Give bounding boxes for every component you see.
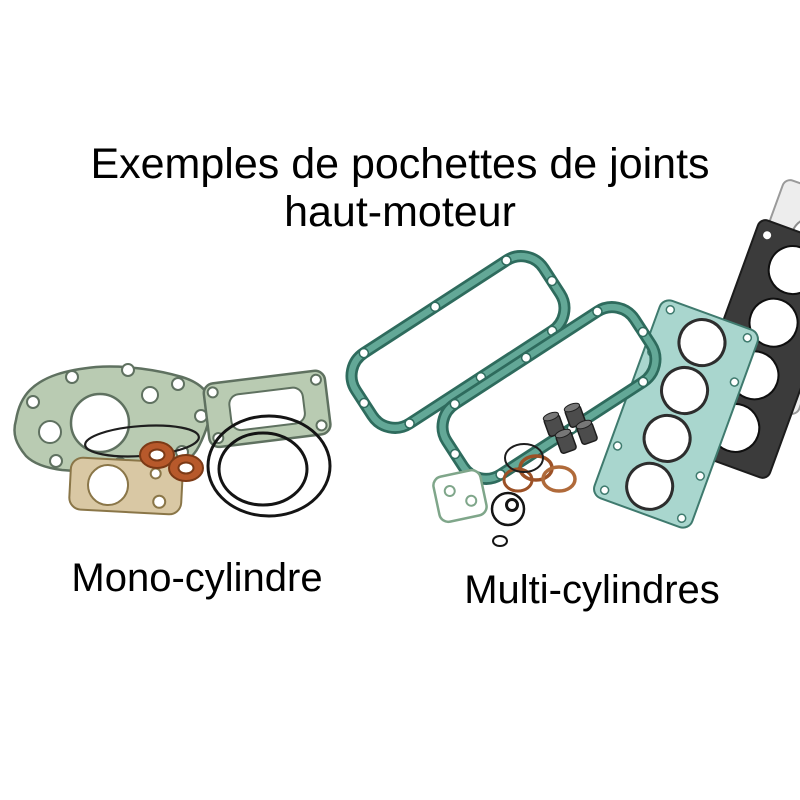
title-line2: haut-moteur [284,188,516,237]
plate-body [432,468,488,524]
cylinder-bore-hole [642,413,692,463]
gasket-hole [87,464,130,507]
bolt-hole [546,275,558,287]
cylinder-bore-hole [677,318,727,368]
bolt-hole [449,448,461,460]
copper-ring [541,465,577,493]
bolt-hole [592,306,603,317]
gasket-hole [38,420,62,444]
bolt-hole [171,377,185,391]
bolt-hole [206,386,219,399]
bolt-hole [449,398,461,410]
valve-stem-seal [575,419,598,446]
bolt-hole [763,231,772,240]
copper-washer [168,454,204,482]
bolt-hole [315,419,328,432]
copper-rings [502,454,577,493]
copper-washer-hole [148,448,166,462]
cylinder-bore-hole [660,366,710,416]
seal-top [554,428,572,439]
bolt-hole [358,397,370,409]
label-multi-cylindres: Multi-cylindres [464,568,720,612]
bolt-hole [599,485,610,495]
valve-cover-gasket-1 [345,250,571,434]
bolt-hole [637,326,649,338]
copper-washer-hole [177,461,195,475]
copper-washer [139,441,175,469]
bolt-hole [443,485,456,498]
bolt-hole [742,333,753,343]
bolt-hole [65,370,79,384]
large-oring-inner [217,431,309,507]
bolt-hole [465,494,478,507]
bolt-hole [26,395,40,409]
bolt-hole [501,255,512,266]
large-oring-outer [206,414,332,518]
cylinder-bore-hole [625,461,675,511]
title-line1: Exemples de pochettes de joints [90,140,710,188]
bolt-hole [358,347,370,359]
bolt-hole [49,454,63,468]
valve-stem-seals [542,402,598,455]
multi-cylinder-kit [345,179,800,547]
bolt-hole [121,363,135,377]
bolt-hole [665,305,676,315]
cylinder-bore-hole [767,245,800,296]
page-title: Exemples de pochettes de joints haut-mot… [0,140,800,236]
bolt-hole [520,352,532,364]
mono-top-gasket [202,369,332,449]
bolt-hole [637,376,649,388]
bolt-hole [729,377,740,387]
mono-tan-gasket [68,456,184,516]
valve-cover-gasket-2 [436,301,662,485]
label-mono-cylindre: Mono-cylindre [71,556,323,600]
seal-top [563,402,581,413]
mono-cylinder-kit [13,363,332,518]
cylinder-bore-hole [748,297,799,348]
bolt-hole [695,471,705,481]
bolt-hole [152,494,167,509]
small-gasket-plate [432,468,488,524]
bolt-hole [404,418,415,429]
large-orings [206,414,332,518]
round-seal [490,491,526,527]
seal-top [542,411,560,422]
cylinder-bore-hole [69,392,131,454]
bolt-hole [309,373,322,386]
round-seal-inner [505,498,519,512]
black-oring [504,443,544,473]
multi-head-gasket [593,299,759,529]
round-seal-outer [490,491,526,527]
bolt-hole [149,467,162,480]
copper-washers [139,441,204,482]
gasket-hole [141,386,159,404]
mono-base-gasket [13,363,212,473]
bolt-hole [429,301,441,313]
copper-ring [502,467,534,493]
seal-top [575,419,593,430]
tiny-oring [492,535,508,547]
bolt-holes [358,255,558,429]
bolt-hole [676,513,687,523]
gasket-opening [228,386,306,432]
valve-stem-seal [554,428,577,455]
bolt-hole [612,441,623,451]
